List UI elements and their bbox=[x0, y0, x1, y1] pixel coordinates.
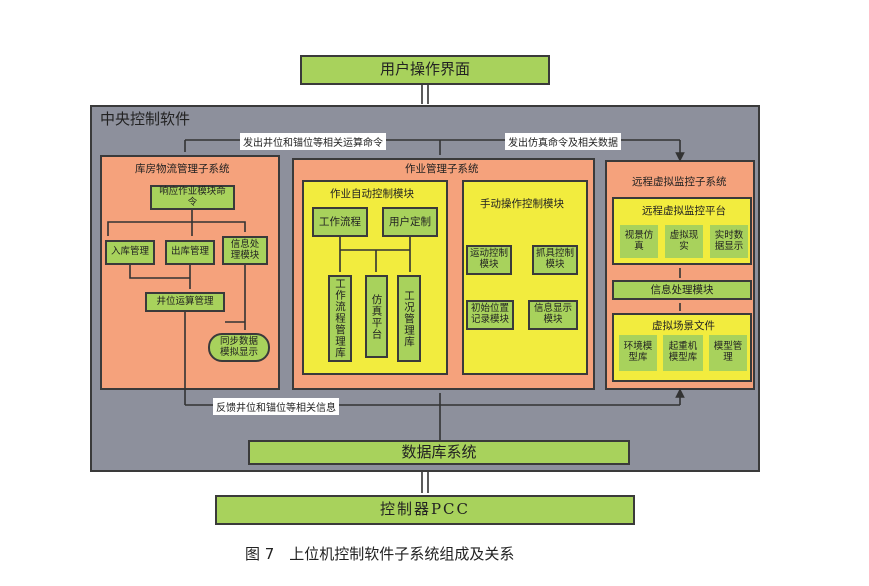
manual-title: 手动操作控制模块 bbox=[480, 198, 564, 210]
command-label: 发出井位和锚位等相关运算命令 bbox=[240, 133, 386, 150]
user-interface-box: 用户操作界面 bbox=[300, 55, 550, 85]
inbound-box: 入库管理 bbox=[105, 240, 155, 265]
double-arrow-top bbox=[421, 85, 429, 104]
manual-control-module bbox=[462, 180, 588, 375]
scene-title: 虚拟场景文件 bbox=[652, 320, 715, 332]
remote-title: 远程虚拟监控子系统 bbox=[632, 176, 727, 188]
model-manage-box: 模型管理 bbox=[709, 335, 747, 371]
feedback-label: 反馈井位和锚位等相关信息 bbox=[213, 398, 339, 415]
outbound-box: 出库管理 bbox=[165, 240, 215, 265]
simulation-label: 发出仿真命令及相关数据 bbox=[505, 133, 621, 150]
job-title: 作业管理子系统 bbox=[405, 163, 479, 175]
motion-control-box: 运动控制模块 bbox=[466, 245, 512, 275]
simulation-platform-box: 仿真平台 bbox=[365, 275, 388, 358]
gripper-control-box: 抓具控制模块 bbox=[532, 245, 578, 275]
condition-library-box: 工况管理库 bbox=[397, 275, 421, 362]
pcc-controller-box: 控制器PCC bbox=[215, 495, 635, 525]
initial-position-box: 初始位置记录模块 bbox=[466, 300, 514, 330]
well-calc-box: 井位运算管理 bbox=[145, 292, 225, 312]
database-system-box: 数据库系统 bbox=[248, 440, 630, 465]
respond-command-box: 响应作业模块命令 bbox=[150, 185, 235, 210]
info-process-box: 信息处理模块 bbox=[222, 236, 268, 265]
remote-info-box: 信息处理模块 bbox=[612, 280, 752, 300]
central-title: 中央控制软件 bbox=[100, 110, 191, 128]
environment-model-box: 环境模型库 bbox=[619, 335, 657, 371]
crane-model-box: 起重机模型库 bbox=[663, 335, 703, 371]
realtime-data-box: 实时数据显示 bbox=[710, 225, 748, 258]
figure-caption: 图 7 上位机控制软件子系统组成及关系 bbox=[245, 545, 515, 563]
auto-title: 作业自动控制模块 bbox=[330, 188, 414, 200]
sync-display-box: 同步数据模拟显示 bbox=[208, 333, 270, 362]
info-display-box: 信息显示模块 bbox=[528, 300, 578, 330]
platform-title: 远程虚拟监控平台 bbox=[642, 205, 726, 217]
user-custom-box: 用户定制 bbox=[382, 207, 438, 237]
warehouse-title: 库房物流管理子系统 bbox=[135, 163, 230, 175]
workflow-library-box: 工作流程管理库 bbox=[328, 275, 352, 362]
virtual-reality-box: 虚拟现实 bbox=[665, 225, 703, 258]
workflow-box: 工作流程 bbox=[312, 207, 368, 237]
visual-sim-box: 视景仿真 bbox=[620, 225, 658, 258]
